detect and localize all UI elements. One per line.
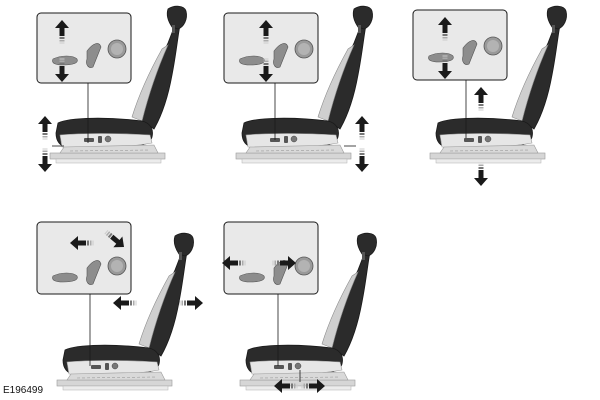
panel-backrest-tilt [36,221,203,391]
arrow-left-icon [113,296,137,310]
panel-seat-height-front [36,5,188,172]
panel-seat-height-whole [412,5,568,186]
panel-seat-fore-aft [222,221,378,393]
callout-box [223,12,319,84]
figure-reference-code: E196499 [3,385,44,396]
panel-seat-height-rear [223,5,374,172]
arrow-up-icon [474,87,488,111]
arrow-down-icon [355,148,369,172]
arrow-down-icon [38,148,52,172]
arrow-up-icon [355,116,369,140]
arrow-up-icon [38,116,52,140]
callout-box [412,9,508,81]
arrow-right-icon [179,296,203,310]
arrow-down-icon [474,162,488,186]
